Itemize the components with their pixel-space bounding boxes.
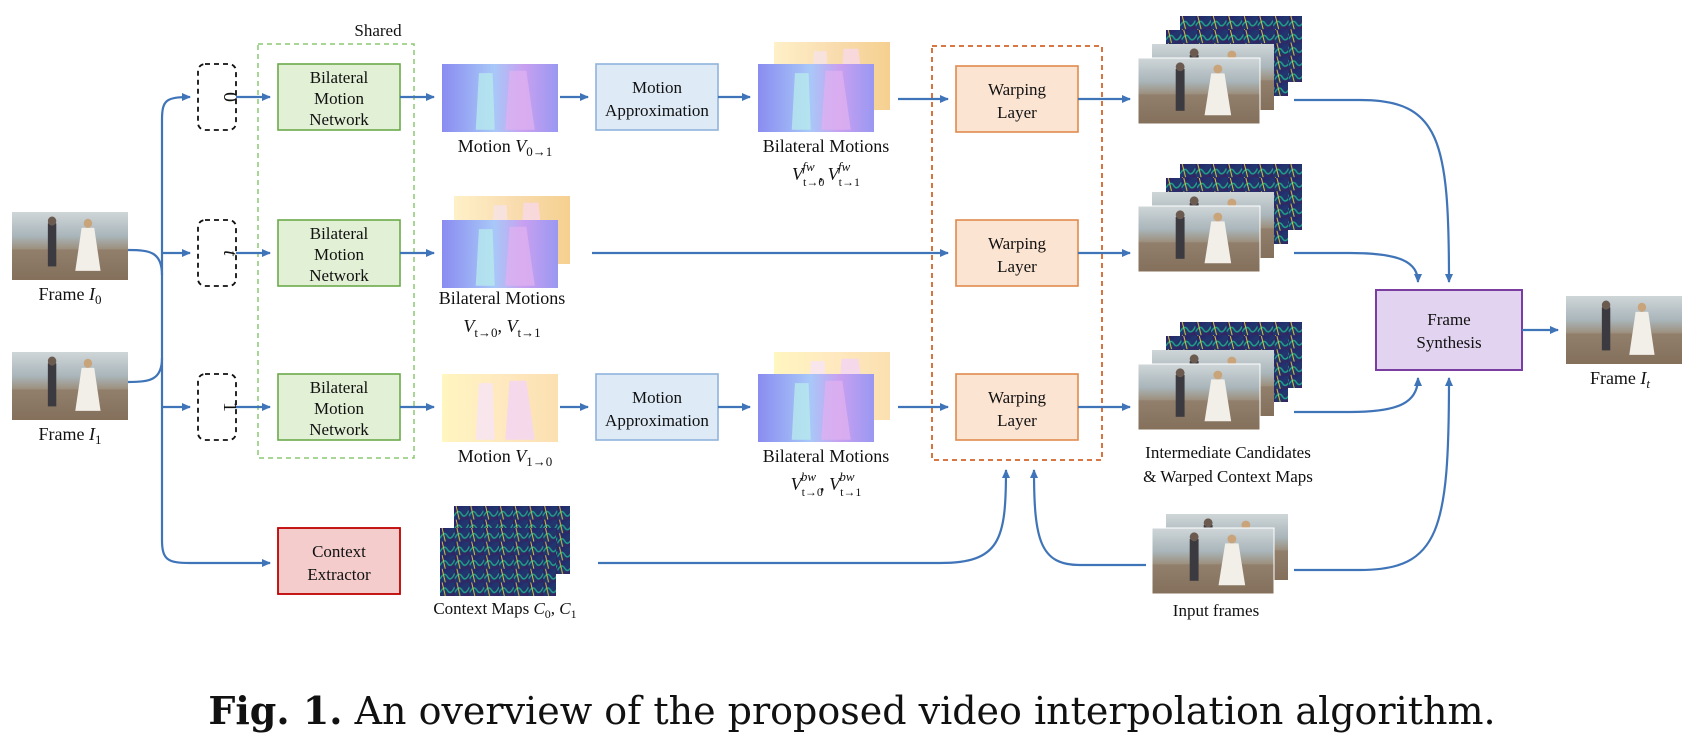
warping-group-border	[931, 45, 1103, 461]
svg-text:Motion: Motion	[632, 388, 683, 407]
svg-text:Network: Network	[309, 266, 369, 285]
frame-synthesis: Frame Synthesis	[1375, 289, 1523, 371]
warping-layer-bottom: Warping Layer	[955, 373, 1079, 441]
context-extractor: Context Extractor	[277, 527, 401, 595]
shared-label: Shared	[354, 21, 402, 40]
motion-approximation-top: Motion Approximation	[595, 63, 719, 131]
motion-approximation-bottom: Motion Approximation	[595, 373, 719, 441]
bilateral-motions-fw-vars: Vt→0fw, Vt→1fw	[792, 159, 860, 189]
time-input-1: 1	[197, 373, 241, 441]
candidates-stack-top	[1137, 16, 1302, 125]
bilateral-motions-bw-label: Bilateral Motions	[763, 446, 889, 466]
svg-text:0: 0	[219, 92, 241, 102]
bilateral-motions-mid-image	[442, 196, 570, 288]
time-input-0: 0	[197, 63, 241, 131]
bilateral-motion-network-t: Bilateral Motion Network	[277, 219, 401, 287]
bilateral-motions-mid-label: Bilateral Motions	[439, 288, 565, 308]
frame-1-label: Frame I1	[39, 424, 102, 447]
svg-text:Synthesis: Synthesis	[1416, 333, 1481, 352]
motion-v10-label: Motion V1→0	[458, 446, 553, 469]
intermediate-label-line2: & Warped Context Maps	[1143, 467, 1313, 486]
shared-group-border	[257, 43, 415, 459]
svg-text:Layer: Layer	[997, 257, 1037, 276]
bilateral-motions-fw-image	[758, 42, 890, 132]
svg-text:Layer: Layer	[997, 103, 1037, 122]
motion-v10-image	[442, 374, 558, 442]
frame-1-image	[12, 352, 128, 420]
warping-layer-mid: Warping Layer	[955, 219, 1079, 287]
frame-0-label: Frame I0	[39, 284, 102, 307]
svg-text:Bilateral: Bilateral	[310, 378, 369, 397]
bilateral-motion-network-1: Bilateral Motion Network	[277, 373, 401, 441]
input-frames-label: Input frames	[1173, 601, 1259, 620]
output-frame-label: Frame It	[1590, 368, 1650, 391]
svg-text:Approximation: Approximation	[605, 101, 709, 120]
context-maps-label: Context Maps C0, C1	[433, 599, 576, 621]
svg-text:Motion: Motion	[314, 245, 365, 264]
svg-text:Motion: Motion	[632, 78, 683, 97]
svg-text:Warping: Warping	[988, 80, 1047, 99]
svg-text:Network: Network	[309, 420, 369, 439]
svg-text:Bilateral: Bilateral	[310, 224, 369, 243]
svg-text:Approximation: Approximation	[605, 411, 709, 430]
svg-text:Layer: Layer	[997, 411, 1037, 430]
bilateral-motion-network-0: Bilateral Motion Network	[277, 63, 401, 131]
bilateral-motions-mid-vars: Vt→0, Vt→1	[463, 316, 540, 340]
bilateral-motions-bw-vars: Vt→0bw, Vt→1bw	[791, 469, 862, 499]
svg-text:Bilateral: Bilateral	[310, 68, 369, 87]
candidates-stack-mid	[1137, 164, 1302, 273]
warping-layer-top: Warping Layer	[955, 65, 1079, 133]
svg-text:Context: Context	[312, 542, 366, 561]
svg-text:Warping: Warping	[988, 388, 1047, 407]
svg-text:t: t	[219, 250, 241, 256]
motion-v01-image	[442, 64, 558, 132]
input-frames-stack	[1151, 514, 1288, 595]
intermediate-label-line1: Intermediate Candidates	[1145, 443, 1311, 462]
svg-text:Motion: Motion	[314, 89, 365, 108]
svg-text:1: 1	[219, 402, 241, 412]
svg-text:Extractor: Extractor	[307, 565, 371, 584]
svg-text:Motion: Motion	[314, 399, 365, 418]
svg-text:Frame: Frame	[1427, 310, 1470, 329]
bilateral-motions-fw-label: Bilateral Motions	[763, 136, 889, 156]
frame-0-image	[12, 212, 128, 280]
figure-caption: Fig. 1. An overview of the proposed vide…	[208, 688, 1495, 733]
svg-text:Warping: Warping	[988, 234, 1047, 253]
candidates-stack-bottom	[1137, 322, 1302, 431]
time-input-t: t	[197, 219, 241, 287]
context-maps-image	[440, 506, 570, 596]
connections	[127, 93, 1559, 572]
svg-text:Network: Network	[309, 110, 369, 129]
output-frame-image	[1566, 296, 1682, 364]
bilateral-motions-bw-image	[758, 352, 890, 442]
motion-v01-label: Motion V0→1	[458, 136, 553, 159]
